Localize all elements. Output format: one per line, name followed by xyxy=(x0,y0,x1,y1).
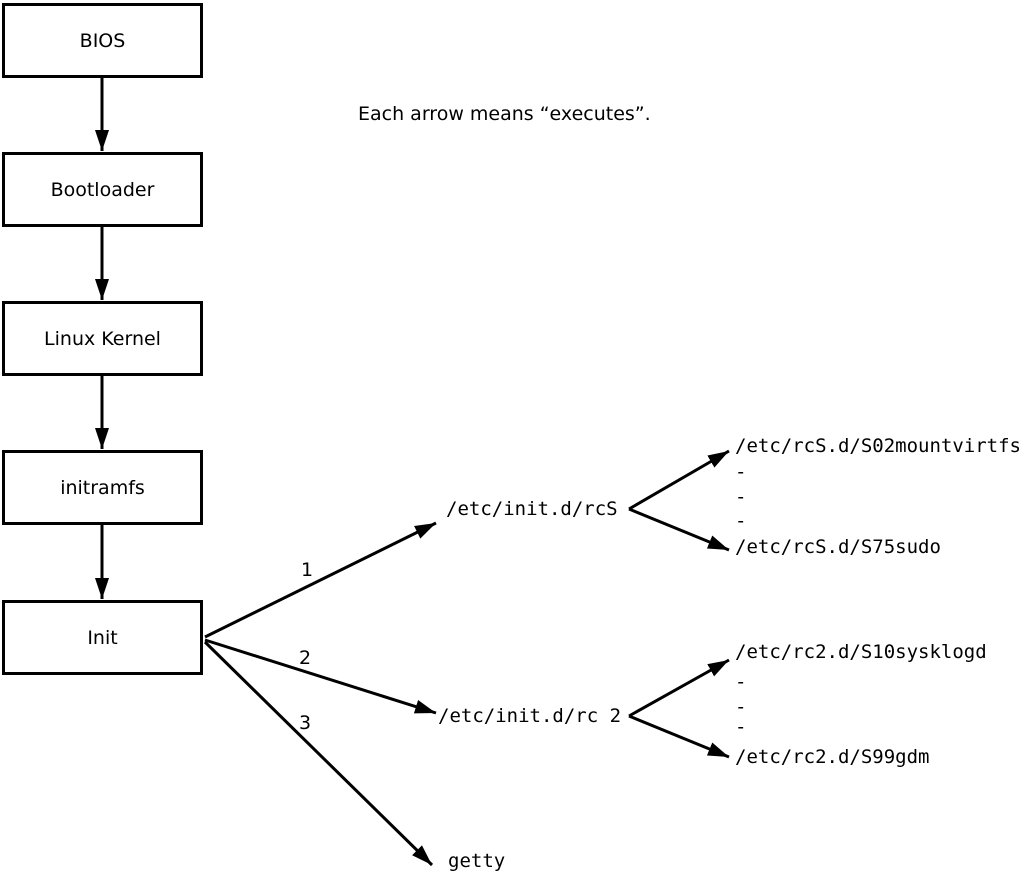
node-bios-label: BIOS xyxy=(79,29,126,52)
node-bios: BIOS xyxy=(2,3,203,78)
node-bootloader-label: Bootloader xyxy=(50,178,155,201)
node-init: Init xyxy=(2,600,203,675)
rc2-ellipsis-dash-1: - xyxy=(735,671,747,693)
node-rcS-S02mountvirtfs: /etc/rcS.d/S02mountvirtfs xyxy=(735,435,1021,457)
node-rc2-S10sysklogd: /etc/rc2.d/S10sysklogd xyxy=(735,641,987,663)
edge-order-label-1: 1 xyxy=(301,559,314,581)
arrow-init-to-rc2 xyxy=(204,638,437,715)
rc2-ellipsis-dash-2: - xyxy=(735,696,747,718)
node-getty: getty xyxy=(448,850,506,872)
node-init-label: Init xyxy=(87,626,118,649)
arrow-init-to-getty xyxy=(203,640,434,867)
arrow-rc2-to-S10sysklogd xyxy=(628,658,730,718)
edge-order-label-3: 3 xyxy=(299,712,312,734)
node-etc-init-d-rc2: /etc/init.d/rc 2 xyxy=(438,705,622,727)
rc2-ellipsis-dash-3: - xyxy=(735,716,747,738)
edge-order-label-2: 2 xyxy=(299,647,312,669)
node-etc-init-d-rcS: /etc/init.d/rcS xyxy=(446,498,618,520)
arrow-rcS-to-S02mountvirtfs xyxy=(628,449,730,511)
node-rcS-S75sudo: /etc/rcS.d/S75sudo xyxy=(735,536,941,558)
legend-note: Each arrow means “executes”. xyxy=(358,103,651,125)
node-bootloader: Bootloader xyxy=(2,152,203,227)
rcS-ellipsis-dash-1: - xyxy=(735,461,747,483)
node-initramfs-label: initramfs xyxy=(60,476,145,499)
node-linux-kernel-label: Linux Kernel xyxy=(44,327,161,350)
rcS-ellipsis-dash-3: - xyxy=(735,510,747,532)
arrow-rcS-to-S75sudo xyxy=(628,507,730,552)
node-linux-kernel: Linux Kernel xyxy=(2,301,203,376)
rcS-ellipsis-dash-2: - xyxy=(735,486,747,508)
arrow-rc2-to-S99gdm xyxy=(628,714,730,759)
node-rc2-S99gdm: /etc/rc2.d/S99gdm xyxy=(735,746,930,768)
node-initramfs: initramfs xyxy=(2,450,203,525)
arrow-init-to-rcS xyxy=(204,521,437,639)
